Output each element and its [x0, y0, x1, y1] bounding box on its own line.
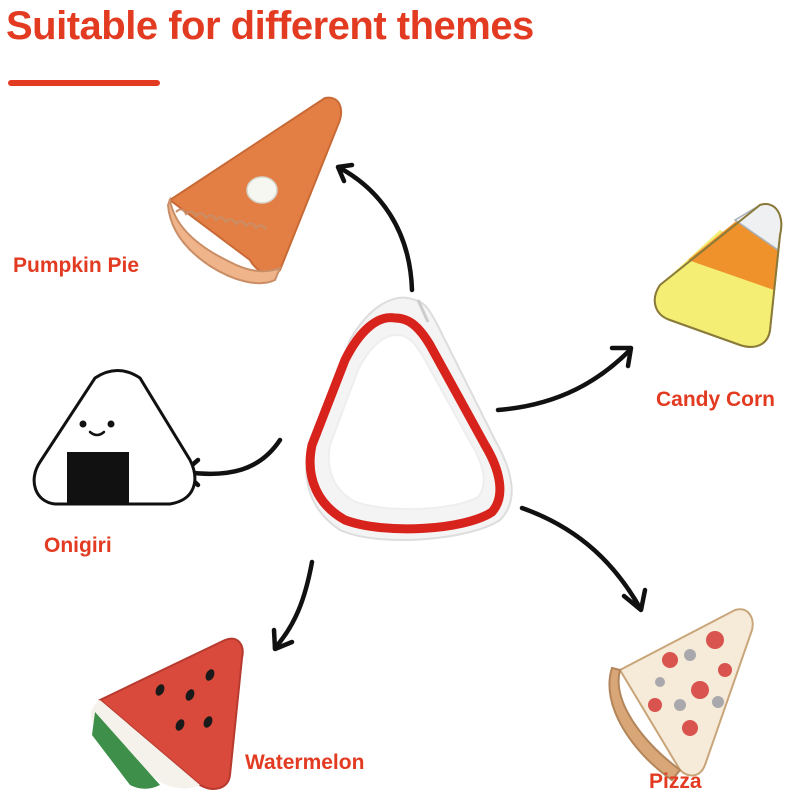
- cookie-cutter: [305, 296, 513, 541]
- label-pumpkin-pie: Pumpkin Pie: [13, 254, 140, 277]
- title-underline: [8, 80, 160, 86]
- arrow-to-onigiri: [181, 437, 283, 488]
- arrow-to-watermelon: [271, 559, 315, 652]
- label-watermelon: Watermelon: [245, 751, 365, 774]
- pepperoni-group: [648, 631, 732, 736]
- candy-corn-image: [653, 203, 783, 348]
- onigiri-image: [32, 369, 197, 506]
- pizza-image: [608, 608, 754, 782]
- arrow-to-candy-corn: [495, 345, 634, 413]
- page-title: Suitable for different themes: [6, 4, 534, 48]
- pumpkin-pie-image: [166, 96, 343, 285]
- mushroom-group: [655, 649, 724, 711]
- watermelon-image: [90, 637, 244, 790]
- arrows: [181, 162, 648, 652]
- arrow-to-pumpkin-pie: [335, 162, 415, 293]
- label-pizza: Pizza: [649, 770, 702, 793]
- label-candy-corn: Candy Corn: [656, 388, 776, 411]
- arrow-to-pizza: [519, 505, 648, 613]
- label-onigiri: Onigiri: [44, 534, 112, 557]
